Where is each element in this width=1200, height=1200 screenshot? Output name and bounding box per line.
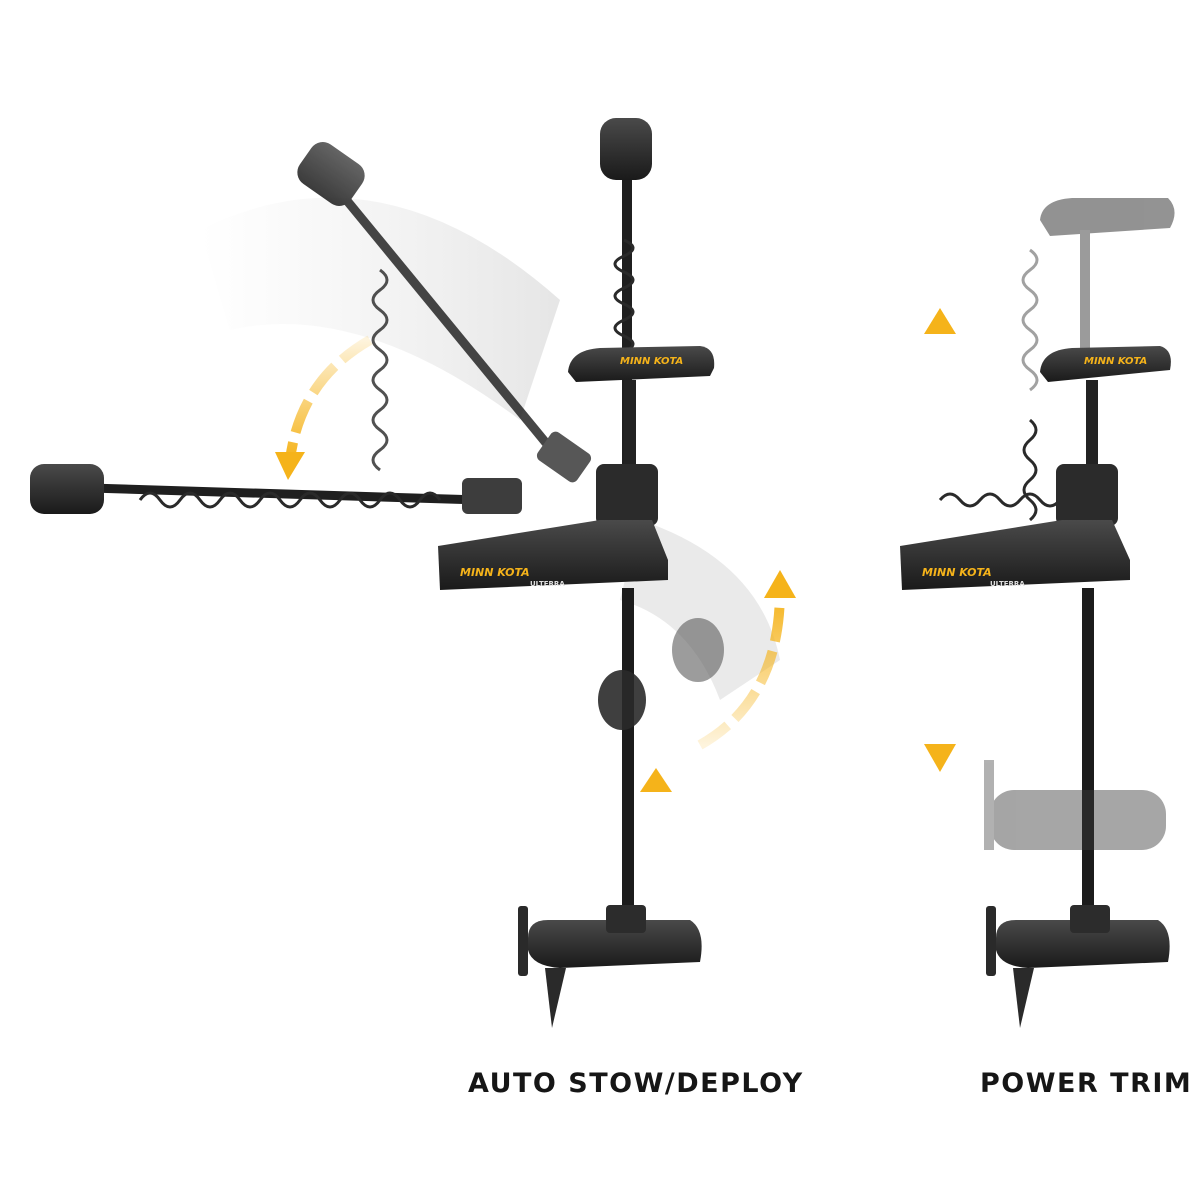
brand-logo-trim-mount: MINN KOTA	[922, 566, 992, 579]
ghost-motor	[598, 670, 646, 730]
arrow-double-vertical-icon	[924, 308, 956, 334]
caption-auto-stow: AUTO STOW/DEPLOY	[468, 1068, 804, 1099]
arrow-curved-up-icon	[697, 589, 785, 750]
ghost-head-raised	[1021, 198, 1175, 392]
arrow-curved-up-icon	[764, 570, 796, 598]
auto-stow-motor-group: MINN KOTA MINN KOTA ULTERRA	[30, 118, 796, 1028]
tiller-horizontal	[30, 464, 522, 514]
model-logo-mount: ULTERRA	[530, 580, 565, 588]
brand-logo-trim-top: MINN KOTA	[1084, 356, 1147, 367]
mount-body: MINN KOTA ULTERRA	[438, 464, 668, 590]
trim-control-head: MINN KOTA	[938, 346, 1171, 522]
tiller-angled	[297, 142, 592, 483]
trim-shaft-and-motor	[984, 588, 1170, 1028]
brand-logo-mount: MINN KOTA	[460, 566, 530, 579]
control-head: MINN KOTA	[568, 346, 715, 472]
trim-mount-body: MINN KOTA ULTERRA	[900, 464, 1130, 590]
arrow-curved-down-icon	[275, 452, 305, 480]
arrow-double-vertical-icon	[924, 744, 956, 772]
shaft-and-motor	[518, 588, 724, 1028]
ghost-motor	[672, 618, 724, 682]
arrow-curved-down-icon	[285, 335, 373, 461]
caption-power-trim: POWER TRIM	[980, 1068, 1193, 1099]
model-logo-trim-mount: ULTERRA	[990, 580, 1025, 588]
arrow-up-icon	[640, 768, 672, 792]
ghost-motor-blur	[984, 760, 1166, 850]
brand-logo-top: MINN KOTA	[620, 356, 683, 367]
power-trim-motor-group: MINN KOTA MINN KOTA ULTERRA	[900, 198, 1175, 1028]
